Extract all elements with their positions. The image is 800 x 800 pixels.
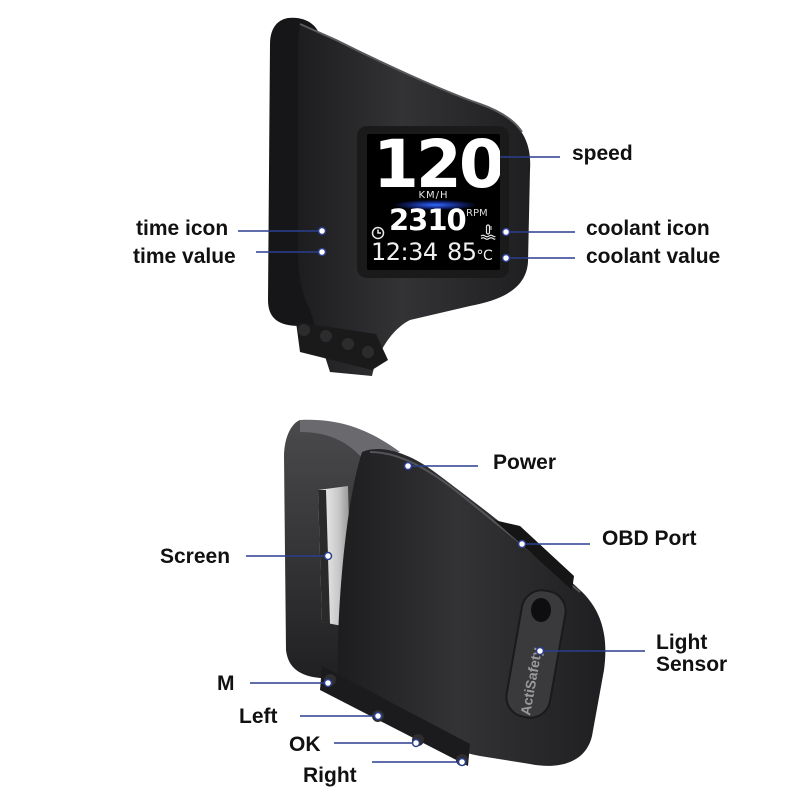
label-coolant-icon: coolant icon [586, 217, 710, 240]
label-ok: OK [289, 733, 321, 756]
rpm-unit: RPM [466, 208, 488, 219]
thermometer-icon [480, 224, 496, 240]
hud-screen: 120 KM/H 2310 RPM 12:34 85°C [367, 134, 500, 270]
top-device-buttons [296, 322, 388, 370]
clock-icon [371, 226, 385, 240]
coolant-number: 85 [447, 238, 477, 266]
label-time-icon: time icon [136, 217, 229, 240]
speed-glow [395, 200, 475, 210]
label-coolant-value: coolant value [586, 245, 721, 268]
light-sensor-slot: ActiSafety [505, 589, 567, 719]
time-value: 12:34 [371, 238, 438, 266]
device-side-view: ActiSafety [284, 419, 606, 766]
label-right: Right [303, 764, 357, 787]
speed-value: 120 [373, 134, 500, 203]
label-power: Power [493, 451, 557, 474]
label-sensor: Sensor [656, 653, 728, 676]
coolant-value: 85°C [447, 238, 493, 270]
rpm-value: 2310 [389, 203, 467, 237]
leader-lines [238, 156, 645, 763]
label-screen: Screen [160, 545, 231, 568]
coolant-unit: °C [476, 248, 493, 264]
label-m: M [217, 672, 235, 695]
label-obd-port: OBD Port [602, 527, 697, 550]
label-left: Left [239, 705, 278, 728]
label-light: Light [656, 631, 708, 654]
label-speed: speed [572, 142, 633, 165]
speed-unit: KM/H [418, 190, 449, 201]
label-time-value: time value [133, 245, 236, 268]
